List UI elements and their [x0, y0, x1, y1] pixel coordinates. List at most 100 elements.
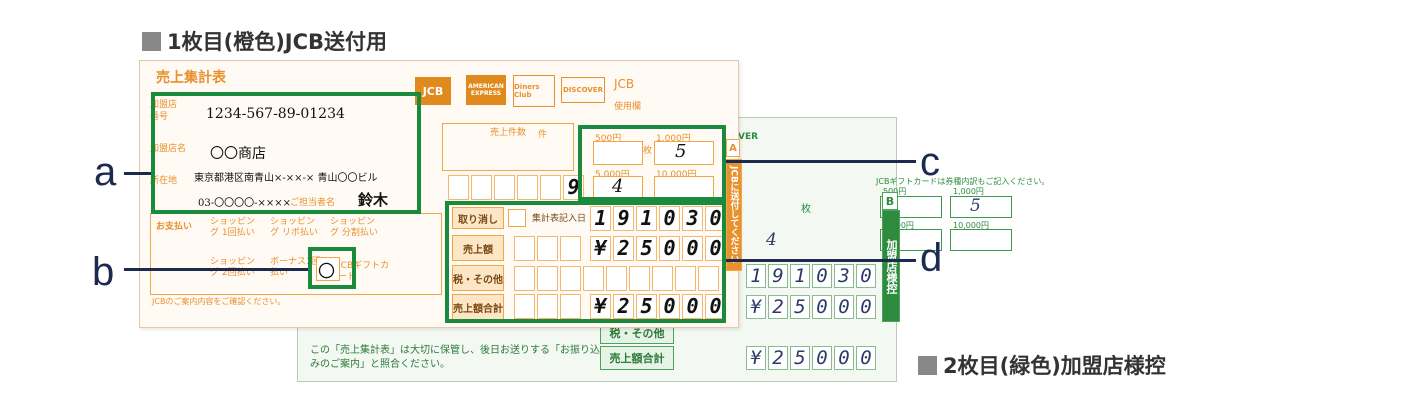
sales-blank-row: [514, 236, 581, 261]
sales-label: 売上額: [452, 235, 504, 261]
green-date-digit: 1: [746, 264, 766, 288]
green-total-digit: 2: [768, 346, 788, 370]
jcb-logo-icon: JCB: [415, 77, 451, 105]
diners-logo-icon: Diners Club: [513, 75, 555, 107]
sales-blank-digit: [560, 236, 581, 261]
green-unit: 枚: [801, 204, 811, 215]
store-no-label: 加盟店番号: [150, 100, 178, 122]
orange-box-10000: [654, 176, 714, 200]
total-digit: 0: [705, 294, 726, 319]
green-total-digit: ¥: [746, 346, 766, 370]
green-gift-note: JCBギフトカードは券種内訳もご記入ください。: [876, 177, 1050, 186]
green-total-digit: 5: [790, 346, 810, 370]
callout-b: b: [92, 250, 115, 294]
green-total-digit: 0: [856, 346, 876, 370]
sales-digit: 0: [659, 236, 680, 261]
date-digit: 1: [590, 206, 611, 231]
slip-count-digit: [494, 175, 515, 200]
green-total-digit: 0: [812, 346, 832, 370]
callout-d: d: [920, 236, 943, 280]
sales-digit: 0: [682, 236, 703, 261]
orange-col-500: 500円: [595, 134, 622, 144]
orange-vertical-tab: JCBに送付してください: [726, 159, 742, 271]
total-digit: 0: [682, 294, 703, 319]
green-discover-fragment: VER: [738, 132, 759, 142]
cancel-label: 取り消し: [452, 207, 504, 229]
slip-count-label: 売上件数: [490, 128, 527, 138]
gift-checkbox[interactable]: [316, 257, 340, 281]
orange-count-1000: 5: [675, 141, 687, 162]
sales-digit: ¥: [590, 236, 611, 261]
green-col-500: 500円: [883, 186, 906, 197]
payment-opt-gift: JCBギフトカード: [338, 261, 390, 282]
tax-label: 税・その他: [452, 265, 504, 291]
tax-digit: [629, 266, 650, 291]
total-blank-digit: [560, 294, 581, 319]
payment-opt-1: ショッピング 1回払い: [210, 217, 256, 238]
green-box-1000: [950, 196, 1012, 218]
green-amount-digit: 2: [768, 295, 788, 319]
heading-square-icon: [918, 355, 937, 375]
callout-line-d: [726, 259, 916, 262]
payment-opt-3: ショッピング 分割払い: [330, 217, 378, 238]
gift-check-mark: 〇: [318, 262, 335, 282]
green-amount-digit: 5: [790, 295, 810, 319]
amex-logo-icon: AMERICAN EXPRESS: [466, 75, 506, 105]
sales-blank-digit: [514, 236, 535, 261]
green-date-digit: 3: [834, 264, 854, 288]
date-digit: 1: [636, 206, 657, 231]
slip-count-digit: [517, 175, 538, 200]
green-date-digit: 9: [768, 264, 788, 288]
payment-opt-5: ボーナス1回払い: [270, 257, 321, 278]
total-digit: 2: [613, 294, 634, 319]
green-total-row: ¥ 2 5 0 0 0: [746, 346, 876, 370]
store-address: 東京都港区南青山×-××-× 青山〇〇ビル: [194, 173, 378, 184]
slip-count-digit: [471, 175, 492, 200]
slip-count-digit: [540, 175, 561, 200]
store-number: 1234-567-89-01234: [206, 106, 345, 122]
tax-digit: [652, 266, 673, 291]
sales-amount-row: ¥ 2 5 0 0 0: [590, 236, 726, 261]
orange-box-1000: [654, 141, 714, 165]
sheet1-heading: 1枚目(橙色)JCB送付用: [142, 26, 387, 56]
orange-col-5000: 5,000円: [595, 170, 630, 180]
store-phone: 03-〇〇〇〇-××××: [198, 198, 291, 209]
orange-box-500: [593, 141, 643, 165]
callout-line-b: [124, 268, 308, 271]
green-date-digit: 0: [812, 264, 832, 288]
jcb-usage-label: JCB: [614, 77, 635, 91]
tax-digit: [514, 266, 535, 291]
tax-digit: [537, 266, 558, 291]
green-date-digit: 1: [790, 264, 810, 288]
sheet2-heading: 2枚目(緑色)加盟店様控: [918, 350, 1166, 380]
tax-row: [514, 266, 719, 291]
total-digit: ¥: [590, 294, 611, 319]
date-digit: 9: [613, 206, 634, 231]
sheet2-heading-text: 2枚目(緑色)加盟店様控: [943, 354, 1166, 378]
usage-col-label: 使用欄: [614, 102, 642, 112]
sheet1-heading-text: 1枚目(橙色)JCB送付用: [167, 30, 388, 54]
tax-digit: [583, 266, 604, 291]
tax-digit: [675, 266, 696, 291]
slip-count-row: 9: [448, 175, 584, 200]
payment-opt-4: ショッピング 2回払い: [210, 257, 256, 278]
orange-col-1000: 1,000円: [656, 134, 691, 144]
orange-col-10000: 10,000円: [656, 170, 697, 180]
contact-label: ご担当者名: [290, 198, 336, 208]
green-amount-digit: 0: [856, 295, 876, 319]
discover-logo-icon: DISCOVER: [561, 77, 605, 103]
green-col-1000: 1,000円: [953, 187, 984, 196]
green-date-row: 1 9 1 0 3 0: [746, 264, 876, 288]
highlight-b: [308, 247, 356, 289]
cancel-checkbox[interactable]: [508, 209, 526, 227]
total-blank-row: [514, 294, 581, 319]
sales-digit: 5: [636, 236, 657, 261]
orange-slip-title: 売上集計表: [156, 70, 226, 86]
total-blank-digit: [514, 294, 535, 319]
green-total-label: 売上額合計: [600, 346, 674, 370]
contact-name: 鈴木: [358, 191, 389, 209]
orange-count-5000: 4: [612, 176, 624, 197]
callout-line-a: [124, 172, 151, 175]
green-tab-letter: B: [882, 192, 898, 210]
heading-square-icon: [142, 31, 161, 51]
